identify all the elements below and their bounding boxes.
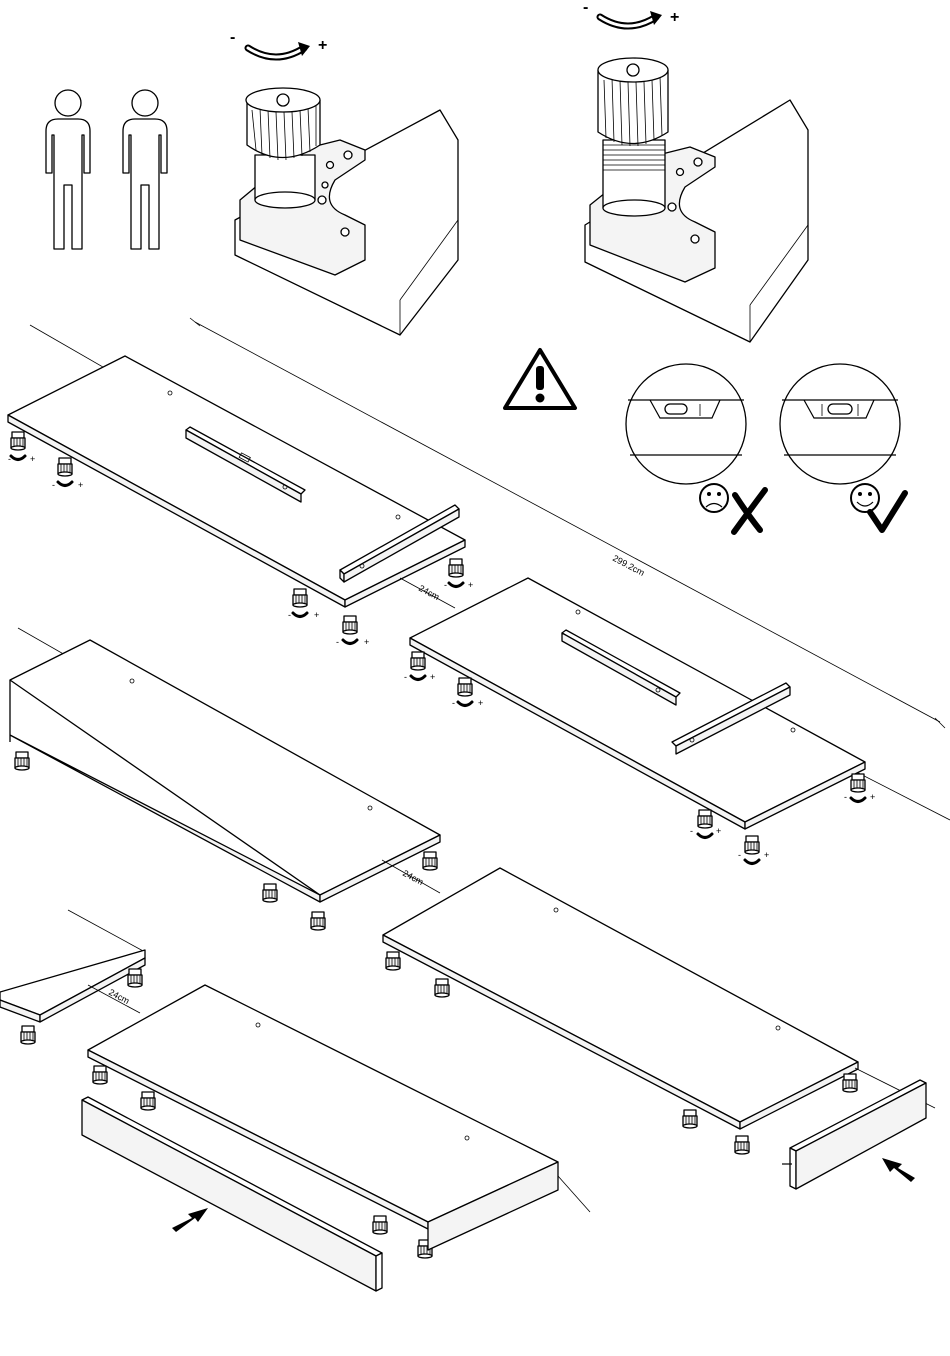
svg-text:+: +: [764, 850, 769, 860]
minus-sign: -: [583, 0, 588, 16]
svg-text:-: -: [8, 454, 11, 464]
svg-text:-: -: [404, 672, 407, 682]
svg-text:+: +: [478, 698, 483, 708]
svg-text:-: -: [288, 610, 291, 620]
svg-text:-: -: [844, 792, 847, 802]
svg-text:+: +: [430, 672, 435, 682]
sad-face-icon: [700, 484, 728, 512]
svg-text:+: +: [364, 637, 369, 647]
level-bubble-wrong: [626, 364, 746, 484]
level-bubble-right: [780, 364, 900, 484]
svg-text:-: -: [336, 637, 339, 647]
svg-text:+: +: [78, 480, 83, 490]
svg-text:+: +: [314, 610, 319, 620]
svg-text:+: +: [716, 826, 721, 836]
cross-mark-icon: [734, 490, 765, 532]
push-arrow-icon: [172, 1208, 208, 1232]
svg-text:+: +: [468, 580, 473, 590]
dimension-label-gap-1: 24cm: [417, 583, 441, 602]
svg-text:-: -: [52, 480, 55, 490]
dimension-label-gap-2: 24cm: [401, 868, 425, 887]
dimension-label-gap-3: 24cm: [107, 987, 131, 1006]
svg-text:+: +: [870, 792, 875, 802]
plus-sign: +: [318, 37, 327, 54]
warning-triangle-icon: [505, 350, 575, 408]
smile-face-icon: [851, 484, 879, 512]
two-persons-icon: [46, 90, 167, 249]
svg-text:+: +: [30, 454, 35, 464]
svg-text:-: -: [452, 698, 455, 708]
foot-detail-left: - +: [230, 29, 458, 335]
svg-text:-: -: [690, 826, 693, 836]
minus-sign: -: [230, 29, 235, 46]
push-arrow-icon: [882, 1158, 915, 1182]
svg-text:-: -: [738, 850, 741, 860]
dimension-label-total: 299.2cm: [611, 553, 646, 578]
plus-sign: +: [670, 9, 679, 26]
foot-detail-right: - +: [583, 0, 808, 342]
svg-text:-: -: [444, 580, 447, 590]
